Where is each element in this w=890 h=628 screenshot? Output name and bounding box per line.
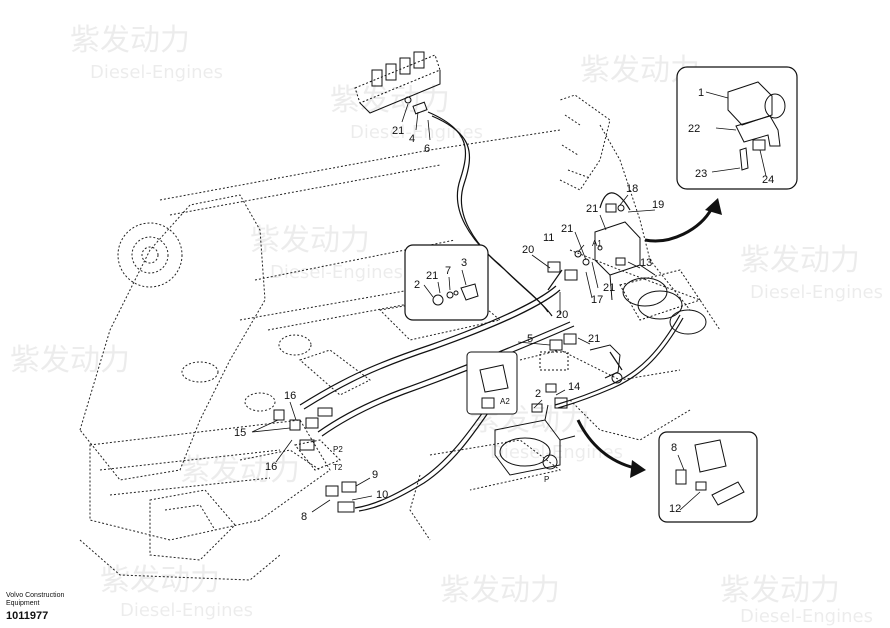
callout-20b: 20 xyxy=(556,309,568,321)
watermark-cn: 紫发动力 xyxy=(180,453,300,488)
callout-inset-top-24: 24 xyxy=(762,174,774,186)
callout-17: 17 xyxy=(591,294,603,306)
callout-6: 6 xyxy=(424,143,430,155)
watermark-en: Diesel-Engines xyxy=(490,442,623,463)
callout-20a: 20 xyxy=(522,244,534,256)
callout-10: 10 xyxy=(376,489,388,501)
machine-frame xyxy=(79,94,721,581)
callout-8: 8 xyxy=(301,511,307,523)
inset-top: 1 22 23 24 xyxy=(676,66,798,190)
control-valve xyxy=(494,404,576,476)
part-number: 1011977 xyxy=(6,610,49,622)
watermark-en: Diesel-Engines xyxy=(120,600,253,621)
inset-left: 21 7 3 2 xyxy=(404,244,489,321)
callout-21c: 21 xyxy=(561,223,573,235)
callout-21a: 21 xyxy=(392,125,404,137)
watermark-en: Diesel-Engines xyxy=(270,262,403,283)
callout-21e: 21 xyxy=(588,333,600,345)
port-label-p: P xyxy=(544,475,549,484)
callout-14: 14 xyxy=(568,381,580,393)
callout-inset-left-21: 21 xyxy=(426,270,438,282)
port-label-a2: A2 xyxy=(500,397,510,406)
middle-fittings xyxy=(531,261,623,413)
callout-inset-bottom-12: 12 xyxy=(669,503,681,515)
watermark-cn: 紫发动力 xyxy=(740,243,860,278)
port-label-a1: A1 xyxy=(592,239,602,248)
watermark-cn: 紫发动力 xyxy=(330,83,450,118)
watermark-cn: 紫发动力 xyxy=(720,573,840,608)
callout-inset-left-3: 3 xyxy=(461,257,467,269)
port-label-t2: T2 xyxy=(333,463,343,472)
leader-lines xyxy=(251,103,656,513)
callout-15: 15 xyxy=(234,427,246,439)
watermark-cn: 紫发动力 xyxy=(70,23,190,58)
callout-21b: 21 xyxy=(586,203,598,215)
hose-lines xyxy=(299,111,684,512)
watermark-en: Diesel-Engines xyxy=(350,122,483,143)
watermark-layer: 紫发动力 Diesel-Engines 紫发动力 Diesel-Engines … xyxy=(10,23,883,627)
arrow-to-top-inset xyxy=(644,198,722,243)
callout-19: 19 xyxy=(652,199,664,211)
callout-21d: 21 xyxy=(603,282,615,294)
watermark-cn: 紫发动力 xyxy=(100,563,220,598)
detail-box xyxy=(466,351,518,415)
inset-bottom: 8 12 xyxy=(658,431,758,523)
watermark-cn: 紫发动力 xyxy=(250,223,370,258)
watermark-en: Diesel-Engines xyxy=(740,606,873,627)
callout-16b: 16 xyxy=(265,461,277,473)
brand-line-1: Volvo Construction xyxy=(6,592,65,599)
callout-18: 18 xyxy=(626,183,638,195)
callout-inset-top-1: 1 xyxy=(698,87,704,99)
callout-inset-top-22: 22 xyxy=(688,123,700,135)
left-fittings xyxy=(273,407,357,513)
watermark-en: Diesel-Engines xyxy=(750,282,883,303)
callout-inset-bottom-8: 8 xyxy=(671,442,677,454)
main-callouts: 21 4 6 18 19 21 11 21 20 13 21 17 20 5 2… xyxy=(234,125,664,523)
port-label-p2: P2 xyxy=(333,445,343,454)
brand-line-2: Equipment xyxy=(6,600,40,607)
callout-5: 5 xyxy=(527,333,533,345)
callout-13: 13 xyxy=(640,257,652,269)
watermark-cn: 紫发动力 xyxy=(10,343,130,378)
callout-9: 9 xyxy=(372,469,378,481)
watermark-en: Diesel-Engines xyxy=(90,62,223,83)
callout-inset-left-2: 2 xyxy=(414,279,420,291)
arrow-to-bottom-inset xyxy=(576,419,646,478)
watermark-cn: 紫发动力 xyxy=(440,573,560,608)
callout-16a: 16 xyxy=(284,390,296,402)
solenoid-valve-block xyxy=(354,51,441,115)
callout-inset-top-23: 23 xyxy=(695,168,707,180)
callout-11: 11 xyxy=(543,232,554,244)
callout-2: 2 xyxy=(535,388,541,400)
right-valve-assembly xyxy=(574,203,707,335)
callout-inset-left-7: 7 xyxy=(445,265,451,277)
callout-4: 4 xyxy=(409,133,415,145)
